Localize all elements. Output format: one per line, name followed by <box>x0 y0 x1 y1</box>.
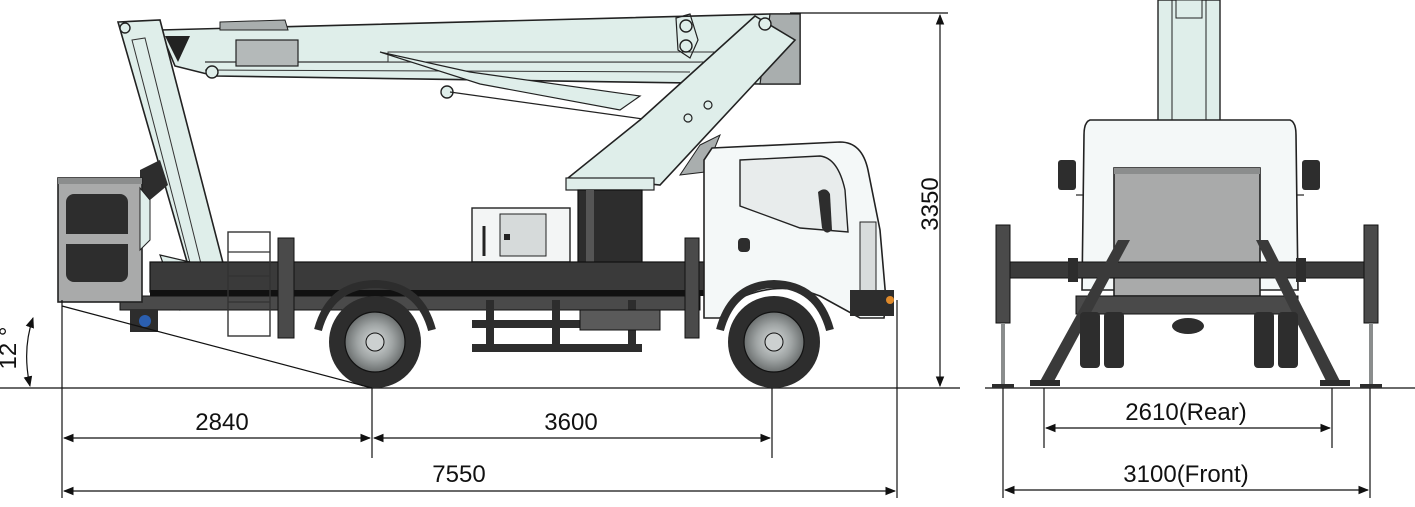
approach-angle-line <box>61 305 373 389</box>
rear-dimensions: 2610(Rear) 3100(Front) <box>1002 388 1371 498</box>
track-front-label: 3100(Front) <box>1123 461 1248 488</box>
upper-boom <box>158 13 801 121</box>
lower-boom <box>565 15 797 186</box>
control-box <box>471 207 571 263</box>
truck-rear-view <box>985 0 1415 389</box>
chassis <box>119 231 725 352</box>
basket <box>57 177 151 303</box>
front-wheel <box>716 279 834 388</box>
front-overhang-label: 2840 <box>195 409 248 436</box>
overall-length-label: 7550 <box>432 461 485 488</box>
cab <box>703 141 894 319</box>
approach-angle-arc <box>23 316 34 388</box>
approach-angle-label: 12 ° <box>0 327 22 370</box>
wheelbase-label: 3600 <box>544 409 597 436</box>
truck-side-view <box>0 13 960 389</box>
turret <box>565 177 655 265</box>
side-dimensions: 2840 3600 7550 3350 12 ° <box>0 12 948 498</box>
track-rear-label: 2610(Rear) <box>1125 399 1246 426</box>
rear-wheel <box>314 279 436 388</box>
overall-height-label: 3350 <box>917 177 944 230</box>
